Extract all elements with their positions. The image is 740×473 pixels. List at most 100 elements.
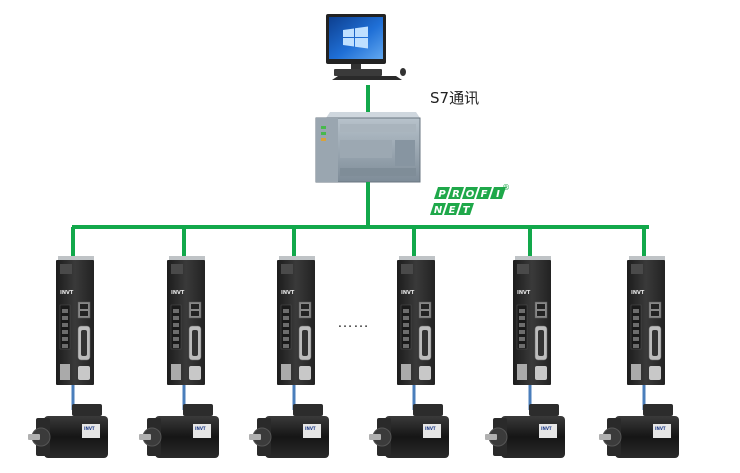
motor-brand-label: INVT <box>305 426 316 431</box>
drive-terminal <box>517 264 529 274</box>
ethernet-port-slot <box>80 304 88 309</box>
db-connector-socket <box>422 330 428 356</box>
motor-brand-label: INVT <box>425 426 436 431</box>
terminal-pin <box>633 323 639 327</box>
terminal-pin <box>62 323 68 327</box>
servo-motor: INVT <box>249 404 329 458</box>
drive-terminal <box>171 264 183 274</box>
motor-shaft-icon <box>369 434 381 440</box>
motor-nameplate <box>82 424 100 438</box>
terminal-pin <box>403 323 409 327</box>
terminal-pin <box>283 344 289 348</box>
terminal-pin <box>403 316 409 320</box>
servo-drive: INVT <box>513 256 551 385</box>
drive-power-terminal <box>171 364 181 380</box>
terminal-pin <box>283 337 289 341</box>
terminal-pin <box>403 309 409 313</box>
drive-brand-label: INVT <box>517 290 531 296</box>
ethernet-port-slot <box>191 311 199 316</box>
motor-connector-box <box>413 404 443 416</box>
drive-brand-label: INVT <box>171 290 185 296</box>
terminal-pin <box>519 309 525 313</box>
motor-shaft-icon <box>599 434 611 440</box>
profinet-letter: O <box>466 189 475 200</box>
db-connector-socket <box>302 330 308 356</box>
ethernet-port-slot <box>301 304 309 309</box>
encoder-connector-icon <box>649 366 661 380</box>
windows-logo-icon <box>343 26 368 49</box>
terminal-pin <box>633 330 639 334</box>
encoder-connector-icon <box>419 366 431 380</box>
terminal-pin <box>62 337 68 341</box>
encoder-connector-icon <box>189 366 201 380</box>
keyboard <box>332 76 402 80</box>
motor-brand-label: INVT <box>541 426 552 431</box>
terminal-pin <box>519 330 525 334</box>
ellipsis: …… <box>337 314 369 331</box>
servo-motor: INVT <box>599 404 679 458</box>
bus-drops <box>71 227 646 260</box>
terminal-pin <box>403 330 409 334</box>
terminal-pin <box>633 344 639 348</box>
plc-controller <box>315 112 421 183</box>
profinet-letter: P <box>438 189 446 200</box>
drive-terminal <box>631 264 643 274</box>
terminal-pin <box>173 337 179 341</box>
motor-connector-box <box>643 404 673 416</box>
drive-brand-label: INVT <box>60 290 74 296</box>
motor-connector-box <box>72 404 102 416</box>
profinet-letter-tile <box>430 203 446 215</box>
drive-terminal <box>281 264 293 274</box>
keyboard-top <box>334 69 382 76</box>
terminal-pin <box>403 344 409 348</box>
terminal-pin <box>173 330 179 334</box>
profinet-letter-tile <box>458 203 474 215</box>
db-connector-socket <box>652 330 658 356</box>
drive-power-terminal <box>401 364 411 380</box>
profinet-letter: N <box>434 205 443 216</box>
computer-icon <box>326 14 406 80</box>
terminal-pin <box>633 337 639 341</box>
drive-power-terminal <box>517 364 527 380</box>
terminal-pin <box>173 344 179 348</box>
terminal-pin <box>403 337 409 341</box>
profinet-letter-tile <box>448 187 464 199</box>
servo-drive: INVT <box>397 256 435 385</box>
mouse-icon <box>400 68 406 76</box>
ethernet-port-slot <box>191 304 199 309</box>
encoder-connector-icon <box>299 366 311 380</box>
terminal-pin <box>519 337 525 341</box>
terminal-pin <box>519 344 525 348</box>
s7-comm-label: S7通讯 <box>430 89 479 107</box>
motor-shaft-icon <box>485 434 497 440</box>
motor-shaft-icon <box>28 434 40 440</box>
motor-shaft-icon <box>139 434 151 440</box>
motor-nameplate <box>193 424 211 438</box>
profinet-letter: I <box>496 189 500 200</box>
ethernet-port-slot <box>651 311 659 316</box>
motor-connector-box <box>293 404 323 416</box>
encoder-connector-icon <box>78 366 90 380</box>
servo-motor: INVT <box>139 404 219 458</box>
ethernet-port-slot <box>80 311 88 316</box>
servo-drive: INVT <box>627 256 665 385</box>
terminal-pin <box>283 323 289 327</box>
ethernet-port-slot <box>301 311 309 316</box>
servo-drive: INVT <box>277 256 315 385</box>
drive-brand-label: INVT <box>631 290 645 296</box>
plc-status-leds <box>321 126 326 141</box>
drive-brand-label: INVT <box>401 290 415 296</box>
servo-drive: INVT <box>56 256 94 385</box>
terminal-pin <box>173 309 179 313</box>
encoder-connector-icon <box>535 366 547 380</box>
profinet-letter: T <box>463 205 471 216</box>
profinet-letter-tile <box>434 187 450 199</box>
profinet-letter: R <box>452 189 460 200</box>
motor-nameplate <box>423 424 441 438</box>
motor-nameplate <box>653 424 671 438</box>
servo-motor: INVT <box>369 404 449 458</box>
terminal-pin <box>62 309 68 313</box>
